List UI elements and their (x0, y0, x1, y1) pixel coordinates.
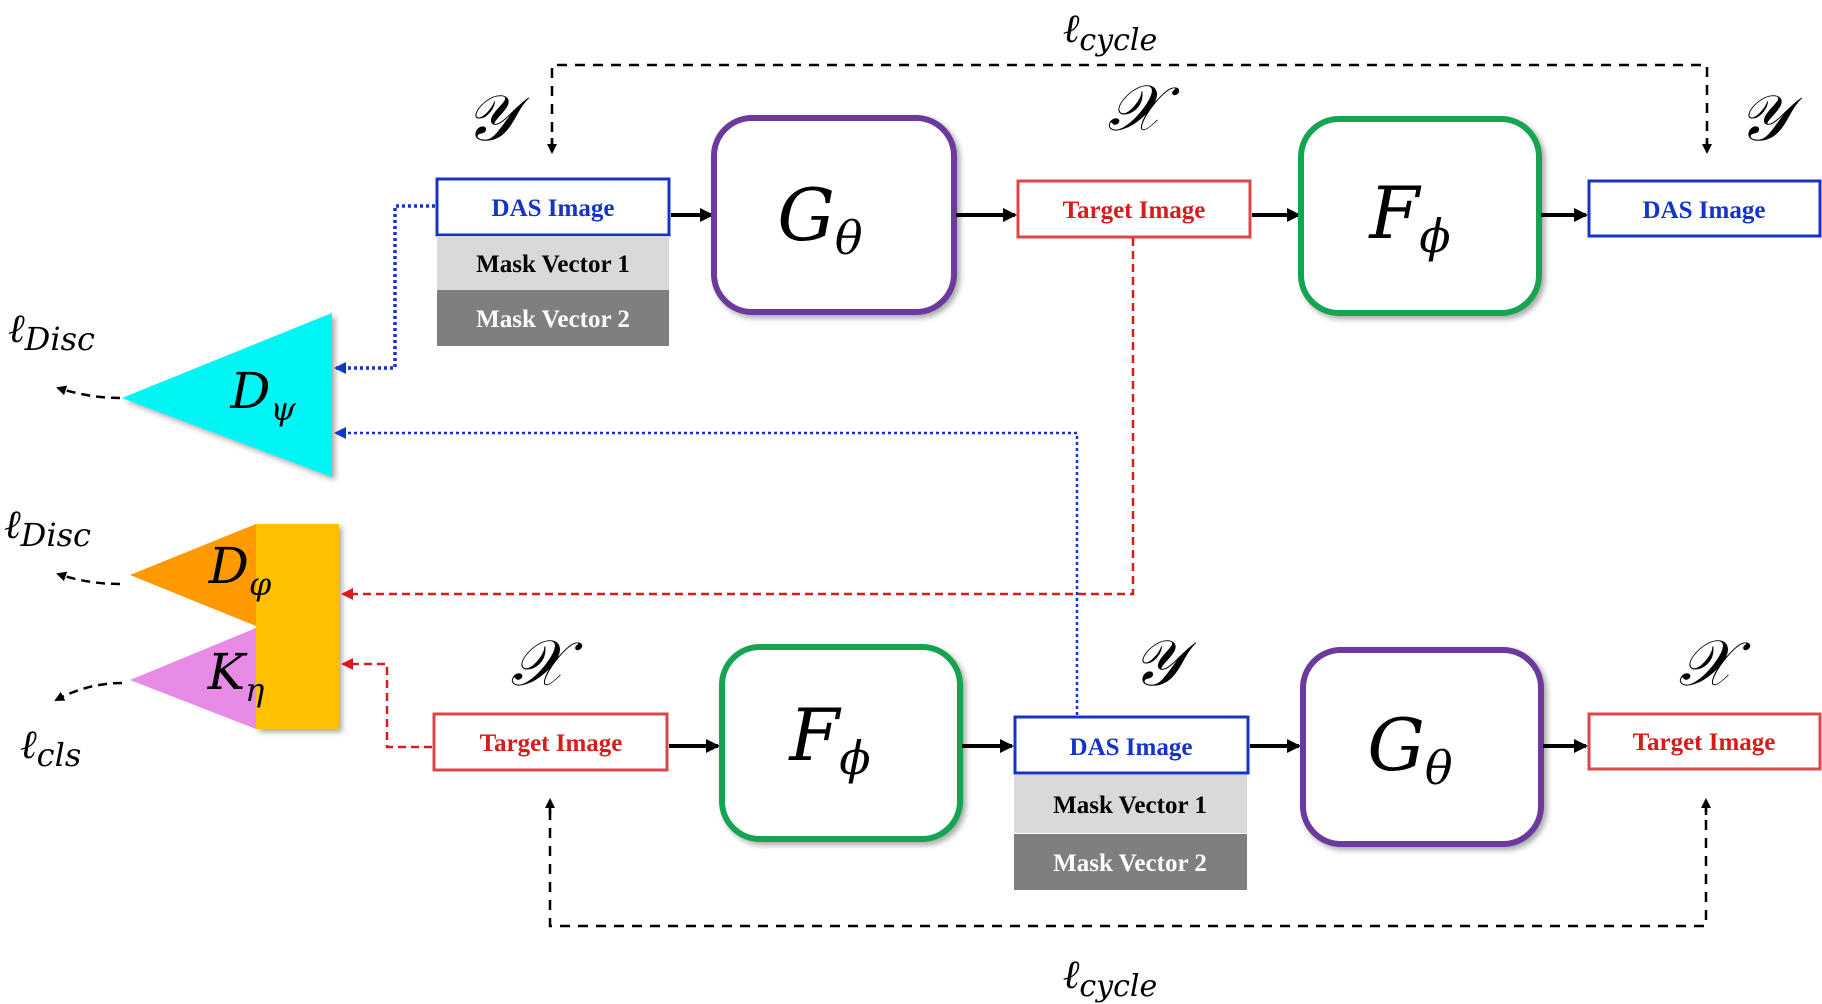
bottom-mask-vector-1: Mask Vector 1 (1014, 775, 1247, 833)
svg-text:Target Image: Target Image (1633, 729, 1776, 756)
top-output-domain-label: 𝒴 (1738, 82, 1803, 156)
svg-text:Gθ: Gθ (777, 173, 862, 265)
top-cycle-loss-connector (547, 63, 1712, 154)
k-eta-label: Kη (207, 643, 265, 709)
discriminator-D-psi: Dψ (122, 313, 332, 477)
svg-text:DAS Image: DAS Image (1070, 734, 1193, 761)
top-mask-vector-2: Mask Vector 2 (437, 290, 669, 346)
svg-text:DAS Image: DAS Image (492, 195, 615, 222)
d-psi-loss-label: ℓDisc (8, 306, 95, 358)
d-phi-label: Dφ (208, 537, 272, 603)
top-generator-G: Gθ (711, 115, 957, 315)
top-mid-target-box: Target Image (1016, 179, 1252, 239)
arrow-k-eta-loss (54, 681, 123, 702)
svg-text:Mask Vector 2: Mask Vector 2 (476, 306, 630, 333)
svg-text:Fϕ: Fϕ (787, 693, 870, 785)
top-output-das-box: DAS Image (1587, 179, 1822, 238)
bottom-cycle-loss-connector (545, 798, 1711, 928)
svg-text:Mask Vector 1: Mask Vector 1 (1053, 792, 1207, 819)
shared-discriminator-classifier: Dφ Kη (130, 524, 339, 729)
bottom-mid-das-box: DAS Image (1013, 715, 1250, 775)
bottom-generator-F: Fϕ (719, 644, 963, 842)
top-input-das-box: DAS Image (435, 177, 671, 237)
red-link-bottom-target-to-k-eta (341, 658, 432, 749)
d-phi-loss-label: ℓDisc (4, 502, 91, 554)
bottom-mask-vector-2: Mask Vector 2 (1014, 834, 1247, 890)
top-input-domain-label: 𝒴 (465, 82, 530, 156)
shared-backbone-block (256, 524, 339, 729)
bottom-mid-domain-label: 𝒴 (1132, 627, 1197, 701)
bottom-input-target-box: Target Image (432, 712, 669, 772)
arrow-d-psi-loss (56, 385, 121, 400)
bottom-generator-G: Gθ (1300, 647, 1544, 847)
svg-text:Mask Vector 1: Mask Vector 1 (476, 251, 630, 278)
svg-text:Target Image: Target Image (480, 730, 623, 757)
top-cycle-loss-label: ℓcycle (1063, 6, 1158, 58)
top-mask-vector-1: Mask Vector 1 (437, 236, 669, 290)
svg-text:Target Image: Target Image (1063, 197, 1206, 224)
bottom-cycle-loss-label: ℓcycle (1063, 952, 1158, 1004)
k-eta-loss-label: ℓcls (20, 722, 81, 774)
svg-text:DAS Image: DAS Image (1643, 197, 1766, 224)
svg-text:Dψ: Dψ (229, 362, 296, 428)
svg-text:Fϕ: Fϕ (1367, 171, 1450, 263)
top-cycle-line (550, 63, 1709, 150)
blue-link-top-das-to-d-psi (334, 204, 435, 374)
bottom-output-target-box: Target Image (1587, 712, 1822, 771)
blue-link-bottom-das-to-d-psi (334, 427, 1079, 715)
red-link-top-target-to-d-phi (341, 238, 1135, 600)
discriminator-D-phi (130, 524, 256, 626)
svg-text:Mask Vector 2: Mask Vector 2 (1053, 850, 1207, 877)
bottom-cycle-line (548, 810, 1708, 928)
classifier-K-eta (130, 628, 256, 729)
svg-text:Gθ: Gθ (1367, 703, 1452, 795)
top-mid-domain-label: 𝒳 (1107, 72, 1180, 146)
bottom-input-domain-label: 𝒳 (510, 627, 583, 701)
top-generator-F: Fϕ (1298, 116, 1542, 316)
bottom-output-domain-label: 𝒳 (1678, 627, 1751, 701)
arrow-d-phi-loss (56, 571, 121, 586)
